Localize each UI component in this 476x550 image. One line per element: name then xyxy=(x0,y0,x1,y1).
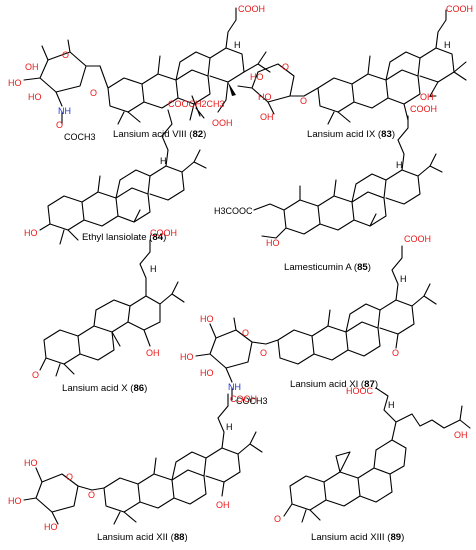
h-label-84: H xyxy=(160,156,167,166)
compound-name-86: Lansium acid X (86) xyxy=(62,383,147,394)
compound-name-83: Lansium acid IX (83) xyxy=(307,129,395,140)
ho-label-83b: HO xyxy=(258,92,272,102)
oh-label-83: OH xyxy=(260,112,274,122)
ho-label-87b: HO xyxy=(200,368,214,378)
h-label-87: H xyxy=(400,274,407,284)
ring-o-label-87: O xyxy=(242,328,249,338)
cooh-label-87: COOH xyxy=(404,234,431,244)
acetyl-label-82: COCH3 xyxy=(64,132,96,142)
glycosidic-o-label-82: O xyxy=(90,88,97,98)
acetyl-label-87: COCH3 xyxy=(236,396,268,406)
ho-label-83a: HO xyxy=(250,72,264,82)
cooh-label-83: COOH xyxy=(446,4,473,14)
glycosidic-o-label-87: O xyxy=(260,348,267,358)
ring-o-label-88: O xyxy=(66,472,73,482)
ho-label-82a: HO xyxy=(8,78,22,88)
structure-89 xyxy=(283,387,471,523)
ho-label-88c: HO xyxy=(44,522,58,532)
oh-label-87: HO xyxy=(200,314,214,324)
ring-o-label-83: O xyxy=(282,62,289,72)
glycosidic-o-label-88: O xyxy=(88,490,95,500)
compound-name-85: Lamesticumin A (85) xyxy=(284,262,371,273)
cooh-label-86: COOH xyxy=(150,228,177,238)
compound-name-88: Lansium acid XII (88) xyxy=(97,532,188,543)
glycosidic-o-label-83: O xyxy=(300,96,307,106)
compound-name-82: Lansium acid VIII (82) xyxy=(113,129,206,140)
ketone-o-label-89: O xyxy=(274,514,281,524)
structure-87 xyxy=(195,245,437,401)
oh-label-82a: OH xyxy=(25,62,39,72)
compound-name-89: Lansium acid XIII (89) xyxy=(311,532,404,543)
h-label-82: H xyxy=(234,40,241,50)
ester-label-85: H3COOC xyxy=(214,206,253,216)
h-label-83: H xyxy=(444,40,451,50)
structure-83 xyxy=(237,9,467,125)
cooh-label-88: COOH xyxy=(230,394,257,404)
hooc-label-89: HOOC xyxy=(346,386,374,396)
compound-name-84: Ethyl lansiolate (84) xyxy=(82,232,166,243)
h-label-86: H xyxy=(150,264,157,274)
cooh-label-85: COOH xyxy=(410,104,437,114)
h-label-89: H xyxy=(388,400,395,410)
ring-o-label-82: O xyxy=(62,50,69,60)
ooh-label-82: OOH xyxy=(212,118,233,128)
structure-84 xyxy=(39,109,207,245)
structure-88 xyxy=(23,393,263,525)
ho-label-88a: HO xyxy=(24,458,38,468)
ketone-o-label-86: O xyxy=(32,370,39,380)
ho-label-88b: HO xyxy=(8,496,22,506)
structure-82 xyxy=(23,7,271,125)
nh-label-82: NH xyxy=(58,106,71,116)
ketone-o-label-87: O xyxy=(392,348,399,358)
ho-label-84: HO xyxy=(24,228,38,238)
cooh-label-82: COOH xyxy=(238,4,265,14)
compound-name-87: Lansium acid XI (87) xyxy=(290,379,378,390)
ho-label-85: HO xyxy=(266,238,280,248)
ooh-label-83: OH xyxy=(420,92,434,102)
structure-86 xyxy=(39,239,185,377)
oh-label-86: OH xyxy=(146,348,160,358)
oh-label-88: OH xyxy=(216,500,230,510)
carbonyl-o-label-82: O xyxy=(56,120,63,130)
ester-label-84: COOCH2CH3 xyxy=(168,99,225,109)
ho-label-82b: HO xyxy=(28,92,42,102)
structure-85 xyxy=(253,115,443,239)
oh-label-89: OH xyxy=(454,430,468,440)
ho-label-87a: HO xyxy=(180,352,194,362)
h-label-88: H xyxy=(226,422,233,432)
h-label-85: H xyxy=(396,160,403,170)
nh-label-87: NH xyxy=(228,382,241,392)
